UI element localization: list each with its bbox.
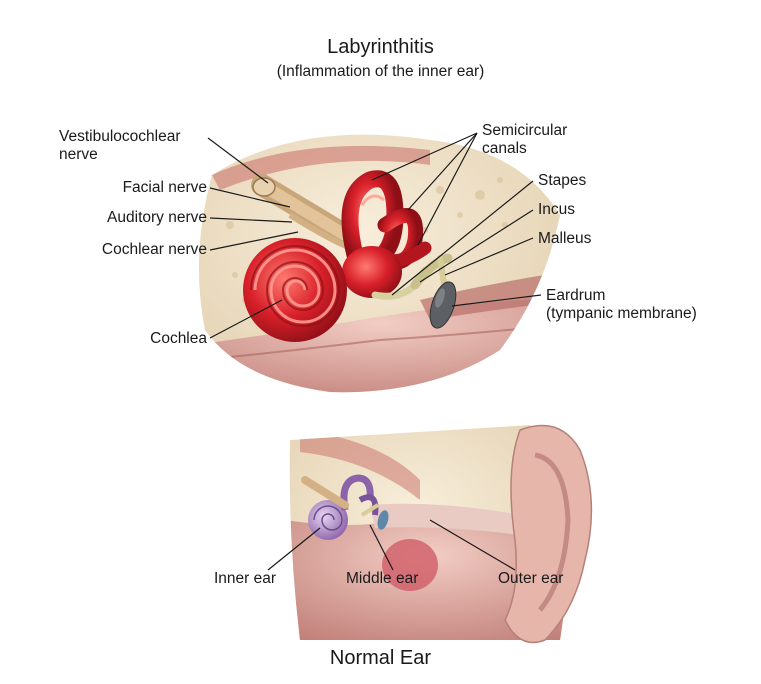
vestibule [342, 246, 402, 298]
label-eardrum: Eardrum (tympanic membrane) [546, 287, 697, 323]
label-facial-nerve: Facial nerve [60, 179, 207, 197]
label-incus: Incus [538, 201, 575, 219]
label-vestibulocochlear-line2: nerve [59, 146, 181, 164]
label-malleus: Malleus [538, 230, 591, 248]
label-cochlear-nerve: Cochlear nerve [60, 241, 207, 259]
label-inner-ear: Inner ear [214, 570, 276, 588]
label-eardrum-line1: Eardrum [546, 287, 697, 305]
label-vestibulocochlear-nerve: Vestibulocochlear nerve [59, 128, 181, 164]
label-semicircular-line1: Semicircular [482, 122, 567, 140]
label-cochlea: Cochlea [60, 330, 207, 348]
label-stapes: Stapes [538, 172, 586, 190]
page-title: Labyrinthitis [0, 36, 761, 59]
cochlea-inflamed [243, 238, 347, 342]
label-outer-ear: Outer ear [498, 570, 563, 588]
label-middle-ear: Middle ear [346, 570, 418, 588]
label-auditory-nerve: Auditory nerve [60, 209, 207, 227]
normal-ear-title: Normal Ear [0, 647, 761, 670]
label-semicircular-canals: Semicircular canals [482, 122, 567, 158]
page-subtitle: (Inflammation of the inner ear) [0, 63, 761, 81]
label-eardrum-line2: (tympanic membrane) [546, 305, 697, 323]
label-vestibulocochlear-line1: Vestibulocochlear [59, 128, 181, 146]
label-semicircular-line2: canals [482, 140, 567, 158]
normal-ear-illustration [285, 420, 591, 645]
